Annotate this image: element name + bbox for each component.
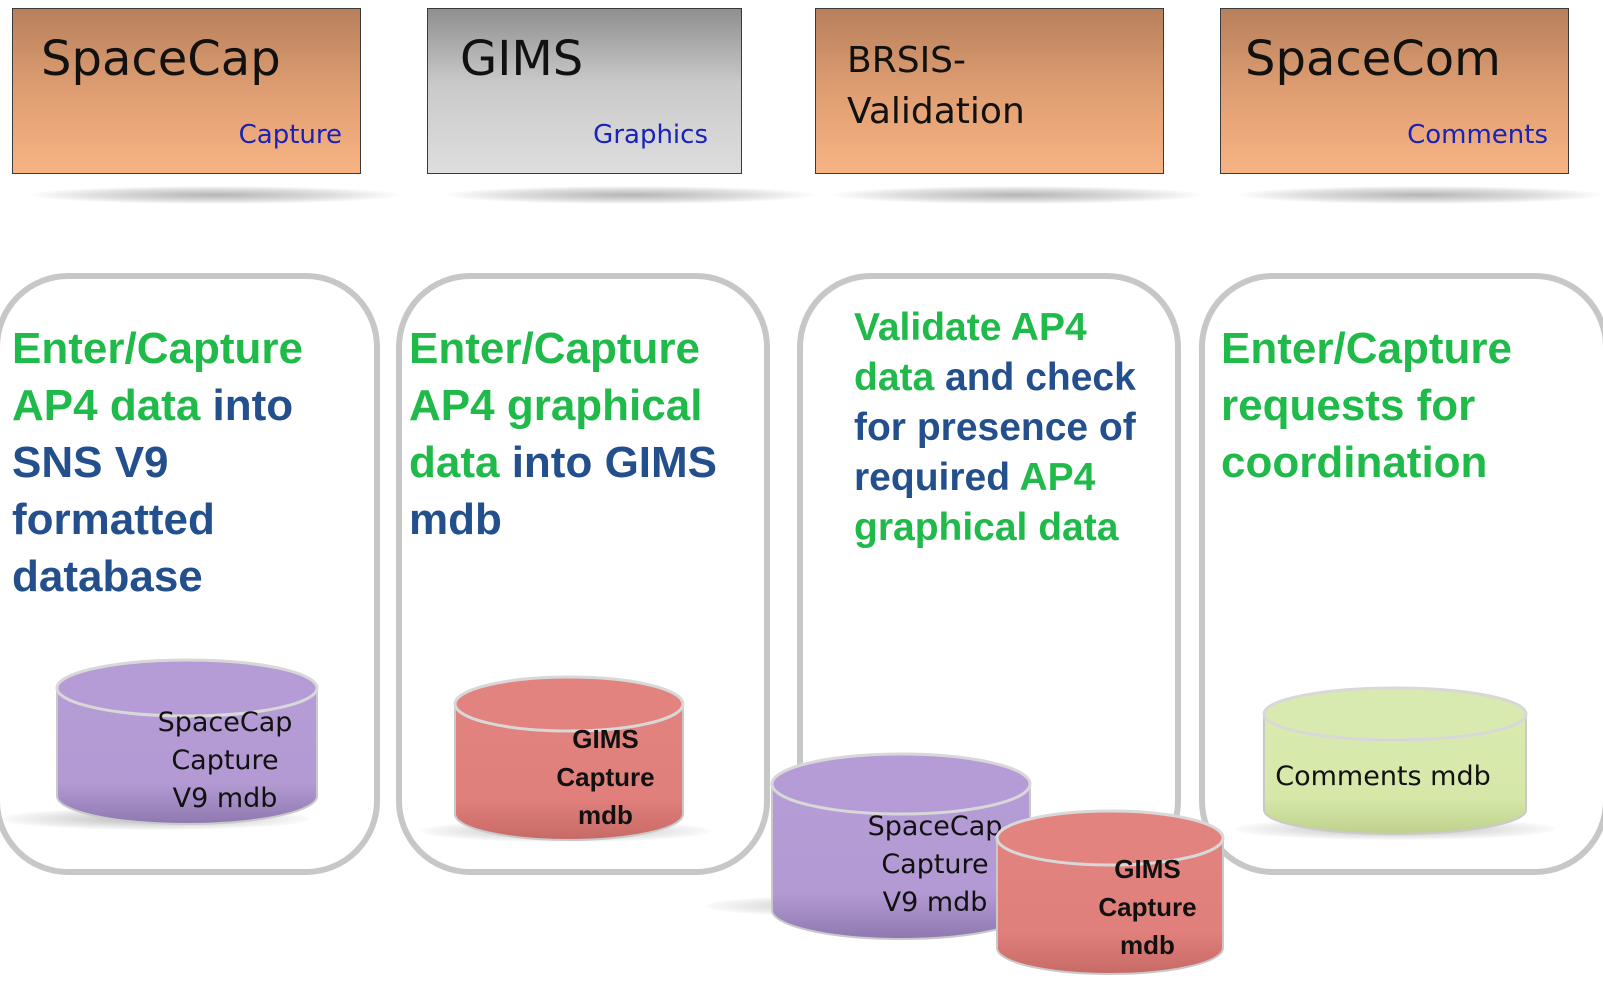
panel-text-green: Enter/Capture AP4 data xyxy=(12,324,303,430)
header-spacecap: SpaceCap Capture xyxy=(12,8,361,174)
header-spacecom: SpaceCom Comments xyxy=(1220,8,1569,174)
database-label: SpaceCap Capture V9 mdb xyxy=(867,811,1003,918)
header-title: GIMS xyxy=(460,31,584,87)
database-cylinder-icon xyxy=(1262,686,1528,835)
header-gims: GIMS Graphics xyxy=(427,8,742,174)
panel-description: Enter/Capture requests for coordination xyxy=(1221,320,1581,491)
database-label: GIMS Capture mdb xyxy=(1098,854,1197,960)
header-subtitle: Capture xyxy=(238,120,342,150)
database-gims-capture: GIMS Capture mdb xyxy=(995,808,1225,976)
header-shadow xyxy=(445,186,815,204)
panel-text-green: AP4 graphical data xyxy=(854,456,1119,549)
header-subtitle: Comments xyxy=(1407,120,1548,150)
panel-text-green: Enter/Capture AP4 graphical data xyxy=(409,324,703,487)
panel-text-blue: and check for presence of required xyxy=(854,356,1136,499)
database-cylinder-icon xyxy=(55,658,319,825)
database-cylinder-icon xyxy=(453,675,685,841)
header-shadow xyxy=(30,186,400,204)
panel-text-blue: into GIMS mdb xyxy=(409,438,718,544)
database-label: SpaceCap Capture V9 mdb xyxy=(157,707,293,814)
panel-text-green: Enter/Capture requests for coordination xyxy=(1221,324,1512,487)
header-shadow xyxy=(832,186,1202,204)
database-cylinder-icon xyxy=(770,752,1032,940)
panel-text-blue: into SNS V9 formatted database xyxy=(12,381,294,601)
panel-description: Enter/Capture AP4 graphical data into GI… xyxy=(409,320,759,548)
database-label: GIMS Capture mdb xyxy=(556,724,655,830)
header-shadow xyxy=(1238,186,1603,204)
database-gims-capture: GIMS Capture mdb xyxy=(453,674,685,842)
panel-description: Enter/Capture AP4 data into SNS V9 forma… xyxy=(12,320,372,605)
header-subtitle: Graphics xyxy=(593,120,708,150)
panel-description: Validate AP4 data and check for presence… xyxy=(854,303,1154,553)
header-brsis-validation: BRSIS- Validation xyxy=(815,8,1164,174)
database-label: Comments mdb xyxy=(1275,761,1491,792)
header-title-line-2: Validation xyxy=(847,91,1025,132)
header-title: BRSIS- Validation xyxy=(847,35,1147,137)
database-spacecap-capture: SpaceCap Capture V9 mdb xyxy=(770,752,1032,942)
database-spacecap-capture: SpaceCap Capture V9 mdb xyxy=(55,658,319,826)
panel-text-green: Validate AP4 data xyxy=(854,306,1087,399)
database-comments: Comments mdb xyxy=(1262,686,1528,836)
database-cylinder-icon xyxy=(995,809,1225,975)
header-title-line-1: BRSIS- xyxy=(847,40,967,81)
header-title: SpaceCom xyxy=(1245,31,1501,87)
header-title: SpaceCap xyxy=(41,31,281,87)
